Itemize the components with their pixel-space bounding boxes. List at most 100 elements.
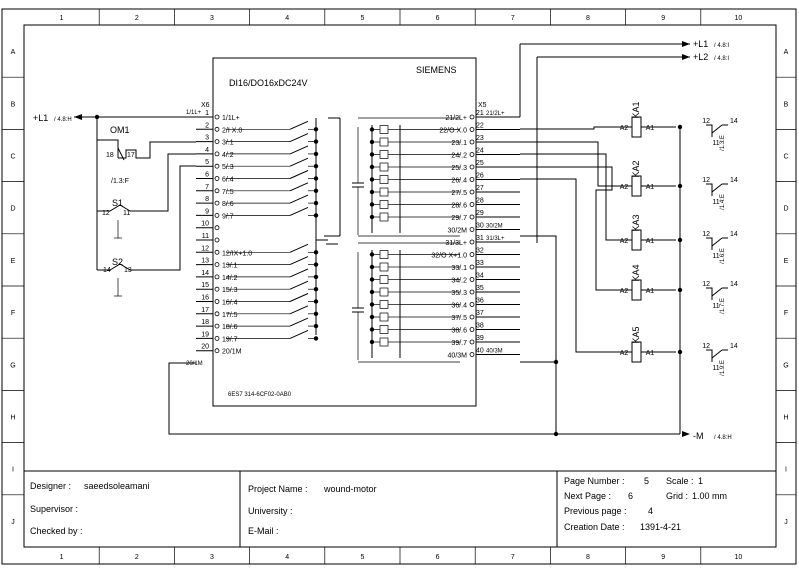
right-terminal-label: 30/2M — [448, 228, 468, 235]
row-letter: I — [12, 467, 14, 474]
contact-11-label: 11 — [712, 140, 719, 147]
row-letter: E — [11, 258, 16, 265]
contact-12-label: 12 — [702, 231, 710, 238]
terminal-node — [469, 114, 475, 120]
switch-node — [313, 311, 319, 316]
column-number: 2 — [135, 15, 139, 22]
previous-page-label: Previous page : — [564, 506, 627, 516]
contact-blade — [711, 183, 723, 193]
row-letter: C — [10, 154, 15, 161]
contact-blade — [711, 124, 723, 134]
relay-ref: /1.3:E — [720, 135, 726, 151]
relay-a1: A1 — [646, 288, 655, 295]
left-terminal-number: 11 — [202, 233, 209, 240]
row-letter: G — [783, 362, 788, 369]
terminal-node — [214, 335, 220, 341]
column-number: 4 — [285, 15, 289, 22]
row-letter: B — [11, 101, 16, 108]
row-letter: A — [11, 49, 16, 56]
scale-value: 1 — [698, 476, 703, 486]
column-number: 1 — [60, 15, 64, 22]
contact-11-label: 11 — [712, 199, 719, 206]
plc-internal-circuit — [226, 117, 460, 363]
terminal-node — [214, 188, 220, 194]
terminal-node — [469, 214, 475, 220]
m-right-label: -M — [693, 431, 704, 441]
s2-to-input — [97, 165, 196, 271]
output-transistor — [379, 275, 389, 284]
plc-module — [212, 57, 477, 407]
terminal-node — [469, 289, 475, 295]
output-transistor — [379, 125, 389, 134]
row-letter: J — [784, 519, 788, 526]
right-terminal-label: 37/.5 — [451, 315, 467, 322]
output-transistor — [379, 287, 389, 297]
output-node — [369, 314, 375, 320]
terminal-node — [214, 348, 220, 354]
terminal-node — [469, 327, 475, 332]
column-number: 3 — [210, 554, 214, 561]
previous-page-value: 4 — [648, 506, 653, 516]
l2-right-label: +L2 — [693, 52, 708, 62]
relay-a2: A2 — [620, 238, 629, 245]
terminal-node — [214, 323, 220, 329]
switch-node — [313, 188, 319, 193]
m-junction — [553, 431, 559, 437]
left-terminal-label: 4/.2 — [222, 152, 234, 159]
switch-node — [313, 200, 319, 206]
column-number: 5 — [360, 15, 364, 22]
output-transistor — [379, 337, 389, 347]
om1-pin-a: 18 — [106, 152, 114, 159]
contact-blade — [711, 349, 723, 359]
column-number: 9 — [661, 554, 665, 561]
ka2-feed — [520, 141, 618, 187]
row-letter: G — [10, 362, 15, 369]
ka5-feed — [520, 178, 618, 353]
l1-left-ref: / 4.8:H — [54, 117, 72, 123]
contact-12 — [706, 287, 713, 300]
row-letter: B — [784, 101, 789, 108]
output-node — [369, 139, 375, 145]
scale-label: Scale : — [666, 476, 694, 486]
left-terminal-number: 18 — [201, 319, 209, 326]
left-terminal-label: 6/.4 — [222, 177, 234, 184]
om1-to-input — [118, 141, 196, 159]
s1-pin-a: 12 — [102, 210, 110, 217]
right-terminal-number: 33 — [476, 260, 484, 267]
left-terminal-label: 17/.5 — [222, 312, 238, 319]
switch-contact — [289, 170, 309, 179]
output-node — [369, 177, 375, 182]
next-page-label: Next Page : — [564, 491, 611, 501]
ka3-feed — [520, 153, 618, 241]
row-letter: H — [783, 415, 788, 422]
contact-12 — [706, 349, 713, 362]
left-footer-note: 20/1M — [186, 361, 203, 367]
s2-pin-b: 13 — [124, 267, 132, 274]
contact-11-label: 11 — [712, 303, 719, 310]
relay-name: KA2 — [631, 160, 641, 177]
left-terminal-label: 16/.4 — [222, 300, 238, 307]
right-terminal-number: 21 — [476, 110, 484, 117]
left-terminal-number: 9 — [205, 208, 209, 215]
output-node — [369, 302, 375, 307]
right-terminal-label: 26/.4 — [451, 178, 467, 185]
output-node — [369, 339, 375, 345]
contact-14-label: 14 — [730, 281, 738, 288]
contact-14-label: 14 — [730, 231, 738, 238]
output-transistor — [379, 175, 389, 184]
left-terminal-number: 16 — [201, 295, 209, 302]
right-terminal-label: 27/.5 — [451, 190, 467, 197]
switch-node — [313, 250, 319, 255]
right-terminal-number: 22 — [476, 123, 484, 130]
contact-12-label: 12 — [702, 118, 710, 125]
left-terminal-number: 6 — [205, 172, 209, 179]
input-wiring — [74, 114, 680, 435]
l2-arrow — [682, 54, 690, 60]
left-terminal-number: 20 — [201, 344, 209, 351]
output-node — [369, 327, 375, 332]
terminal-node — [469, 139, 475, 145]
left-terminal-label: 7/.5 — [222, 189, 234, 196]
row-letter: C — [783, 154, 788, 161]
